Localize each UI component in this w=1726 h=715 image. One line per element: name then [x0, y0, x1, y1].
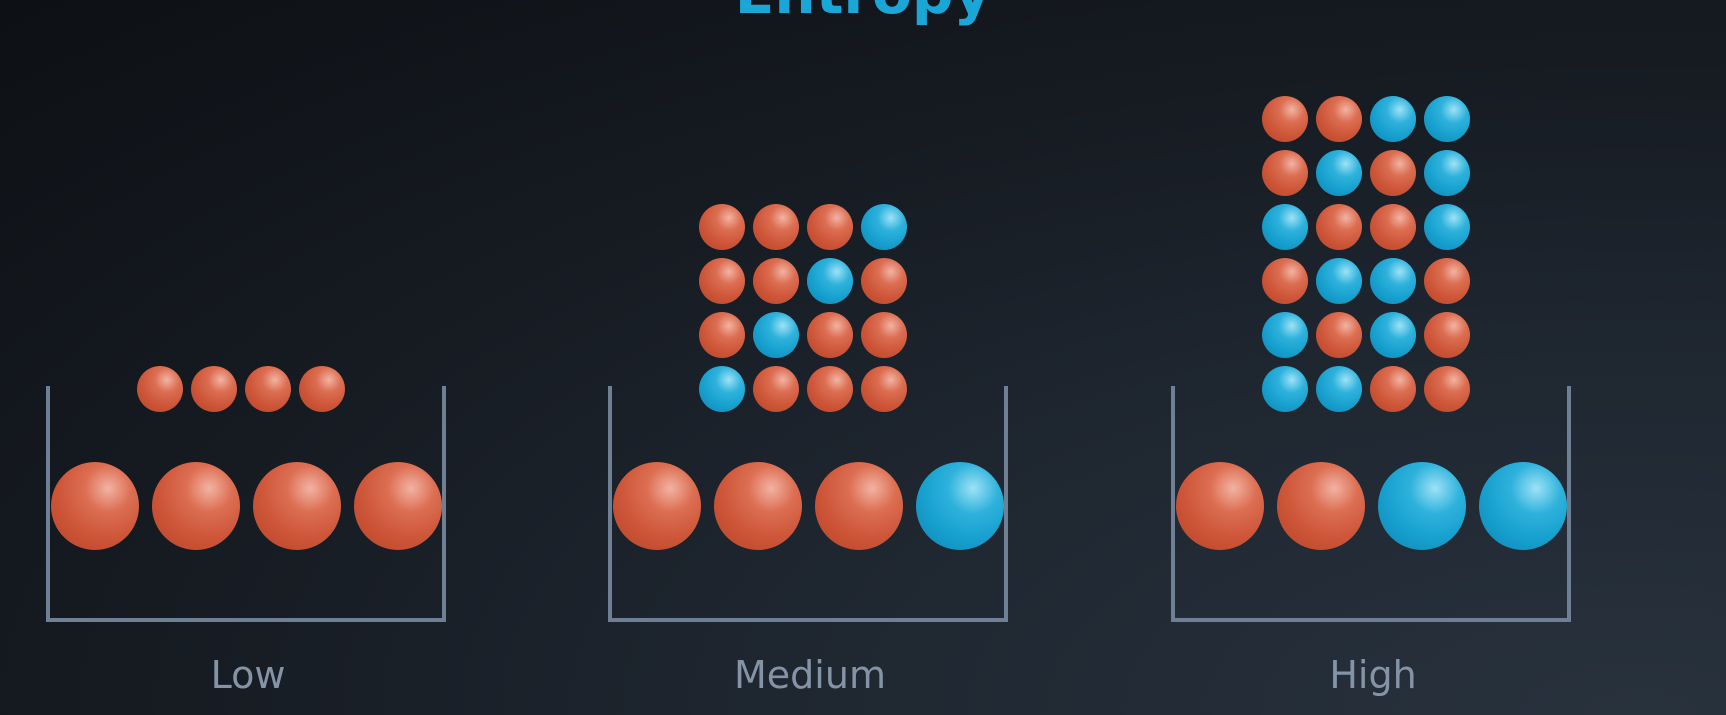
arrangement-ball-blue: [1262, 366, 1308, 412]
arrangement-ball-red: [1316, 96, 1362, 142]
container-ball-red: [815, 462, 903, 550]
arrangement-ball-blue: [699, 366, 745, 412]
container-ball-red: [714, 462, 802, 550]
arrangement-ball-blue: [753, 312, 799, 358]
arrangement-ball-blue: [1370, 312, 1416, 358]
container-ball-red: [152, 462, 240, 550]
arrangement-ball-blue: [807, 258, 853, 304]
arrangement-ball-red: [807, 312, 853, 358]
arrangement-ball-red: [1370, 366, 1416, 412]
entropy-panel-low: Low: [20, 0, 446, 715]
entropy-level-label: Low: [210, 653, 286, 697]
arrangement-ball-red: [191, 366, 237, 412]
container-ball-blue: [916, 462, 1004, 550]
arrangement-ball-blue: [1424, 150, 1470, 196]
arrangement-ball-red: [1262, 258, 1308, 304]
arrangement-ball-red: [1424, 312, 1470, 358]
container-ball-red: [613, 462, 701, 550]
container-ball-red: [51, 462, 139, 550]
arrangement-ball-blue: [1424, 204, 1470, 250]
arrangement-ball-blue: [1424, 96, 1470, 142]
arrangement-ball-red: [699, 204, 745, 250]
container-ball-blue: [1479, 462, 1567, 550]
arrangement-ball-red: [1316, 312, 1362, 358]
entropy-panel-medium: Medium: [582, 0, 1008, 715]
arrangement-ball-red: [137, 366, 183, 412]
arrangement-ball-red: [1370, 150, 1416, 196]
container-ball-red: [253, 462, 341, 550]
arrangement-ball-red: [861, 366, 907, 412]
container-ball-blue: [1378, 462, 1466, 550]
arrangement-ball-red: [807, 204, 853, 250]
arrangement-ball-red: [1262, 96, 1308, 142]
entropy-level-label: High: [1329, 653, 1417, 697]
arrangement-ball-blue: [861, 204, 907, 250]
arrangement-ball-red: [1262, 150, 1308, 196]
ball-container: [1171, 386, 1571, 622]
diagram-title: Entropy: [0, 0, 1726, 22]
arrangement-ball-red: [861, 312, 907, 358]
arrangement-ball-red: [1424, 258, 1470, 304]
container-ball-red: [1277, 462, 1365, 550]
arrangement-ball-blue: [1316, 258, 1362, 304]
arrangement-ball-blue: [1262, 312, 1308, 358]
arrangement-ball-blue: [1370, 96, 1416, 142]
arrangement-ball-red: [1316, 204, 1362, 250]
ball-container: [608, 386, 1008, 622]
arrangement-ball-red: [299, 366, 345, 412]
arrangement-ball-blue: [1316, 366, 1362, 412]
arrangement-ball-red: [807, 366, 853, 412]
arrangement-ball-red: [1370, 204, 1416, 250]
arrangement-ball-blue: [1262, 204, 1308, 250]
container-ball-red: [354, 462, 442, 550]
arrangement-ball-red: [245, 366, 291, 412]
entropy-level-label: Medium: [734, 653, 886, 697]
arrangement-ball-red: [753, 258, 799, 304]
arrangement-ball-red: [699, 312, 745, 358]
container-ball-red: [1176, 462, 1264, 550]
arrangement-ball-red: [699, 258, 745, 304]
arrangement-ball-red: [861, 258, 907, 304]
arrangement-ball-blue: [1316, 150, 1362, 196]
arrangement-ball-red: [753, 366, 799, 412]
ball-container: [46, 386, 446, 622]
arrangement-ball-blue: [1370, 258, 1416, 304]
entropy-panel-high: High: [1145, 0, 1571, 715]
arrangement-ball-red: [753, 204, 799, 250]
arrangement-ball-red: [1424, 366, 1470, 412]
